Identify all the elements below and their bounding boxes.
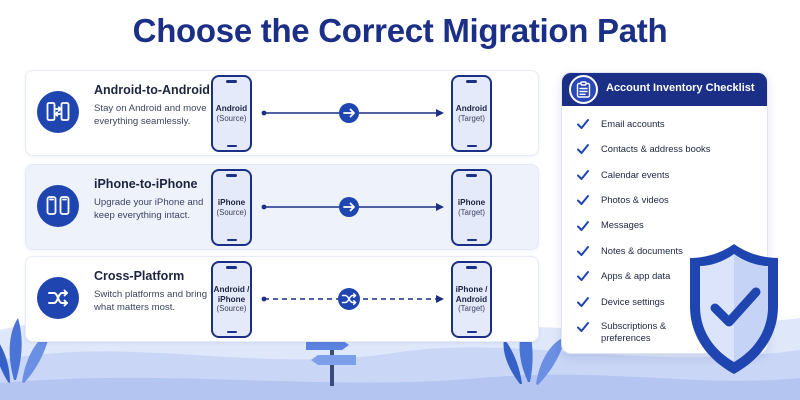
check-icon	[577, 169, 589, 180]
source-phone-name: Android / iPhone	[213, 284, 250, 304]
target-phone-name: Android	[455, 103, 488, 113]
path-card-cross-platform: Cross-Platform Switch platforms and brin…	[25, 256, 539, 342]
shield-check-icon	[690, 244, 778, 374]
checklist-item: Notes & documents	[562, 238, 767, 263]
checklist-item: Email accounts	[562, 111, 767, 136]
checklist-item-label: Contacts & address books	[601, 143, 711, 155]
target-phone: Android (Target)	[451, 75, 492, 152]
target-phone-role: (Target)	[458, 207, 485, 217]
arrow-right-icon	[339, 103, 359, 123]
check-icon	[577, 144, 589, 155]
checklist-item-label: Calendar events	[601, 168, 670, 180]
checklist-item: Subscriptions & preferences	[562, 314, 767, 350]
path-description: Switch platforms and bring what matters …	[94, 289, 208, 313]
source-phone: Android (Source)	[211, 75, 252, 152]
check-icon	[577, 220, 589, 231]
checklist-item-label: Device settings	[601, 295, 665, 307]
checklist-item: Messages	[562, 213, 767, 238]
target-phone: iPhone / Android (Target)	[451, 261, 492, 338]
checklist-header: Account Inventory Checklist	[562, 73, 767, 106]
checklist-item-label: Apps & app data	[601, 270, 671, 282]
checklist-item: Calendar events	[562, 162, 767, 187]
leaves-right	[503, 320, 566, 385]
source-phone: Android / iPhone (Source)	[211, 261, 252, 338]
check-icon	[577, 296, 589, 307]
clipboard-icon	[569, 75, 598, 104]
shuffle-icon	[338, 288, 360, 310]
checklist-item: Contacts & address books	[562, 136, 767, 161]
signpost-icon	[306, 336, 356, 386]
path-title: Android-to-Android	[94, 83, 210, 97]
arrow-right-icon	[339, 197, 359, 217]
checklist-items: Email accounts Contacts & address books …	[562, 111, 767, 350]
source-phone-role: (Source)	[216, 304, 247, 314]
check-icon	[577, 245, 589, 256]
source-phone-name: iPhone	[217, 197, 246, 207]
checklist-title: Account Inventory Checklist	[606, 82, 755, 94]
shuffle-icon	[37, 277, 79, 319]
flow-connector	[261, 197, 444, 217]
source-phone-name: Android	[215, 103, 248, 113]
checklist-item-label: Messages	[601, 219, 644, 231]
phone-transfer-icon	[37, 185, 79, 227]
flow-connector	[261, 103, 444, 123]
checklist-item: Photos & videos	[562, 187, 767, 212]
page-title: Choose the Correct Migration Path	[132, 12, 668, 49]
target-phone: iPhone (Target)	[451, 169, 492, 246]
checklist-item: Apps & app data	[562, 263, 767, 288]
path-title: iPhone-to-iPhone	[94, 177, 198, 191]
target-phone-role: (Target)	[458, 113, 485, 123]
check-icon	[577, 271, 589, 282]
path-description: Stay on Android and move everything seam…	[94, 103, 207, 127]
path-title: Cross-Platform	[94, 269, 185, 283]
checklist-item-label: Subscriptions & preferences	[601, 320, 667, 343]
checklist-item-label: Email accounts	[601, 117, 665, 129]
path-card-android-to-android: Android-to-Android Stay on Android and m…	[25, 70, 539, 156]
path-description: Upgrade your iPhone and keep everything …	[94, 197, 204, 221]
source-phone: iPhone (Source)	[211, 169, 252, 246]
flow-connector	[261, 288, 444, 310]
check-icon	[577, 195, 589, 206]
target-phone-role: (Target)	[458, 304, 485, 314]
leaves-left	[0, 318, 50, 383]
source-phone-role: (Source)	[216, 113, 247, 123]
target-phone-name: iPhone	[457, 197, 486, 207]
phone-transfer-icon	[37, 91, 79, 133]
source-phone-role: (Source)	[216, 207, 247, 217]
checklist-item-label: Photos & videos	[601, 193, 669, 205]
target-phone-name: iPhone / Android	[455, 284, 488, 304]
path-card-iphone-to-iphone: iPhone-to-iPhone Upgrade your iPhone and…	[25, 164, 539, 250]
check-icon	[577, 119, 589, 129]
check-icon	[577, 322, 589, 333]
checklist-item-label: Notes & documents	[601, 244, 683, 256]
checklist-item: Device settings	[562, 289, 767, 314]
